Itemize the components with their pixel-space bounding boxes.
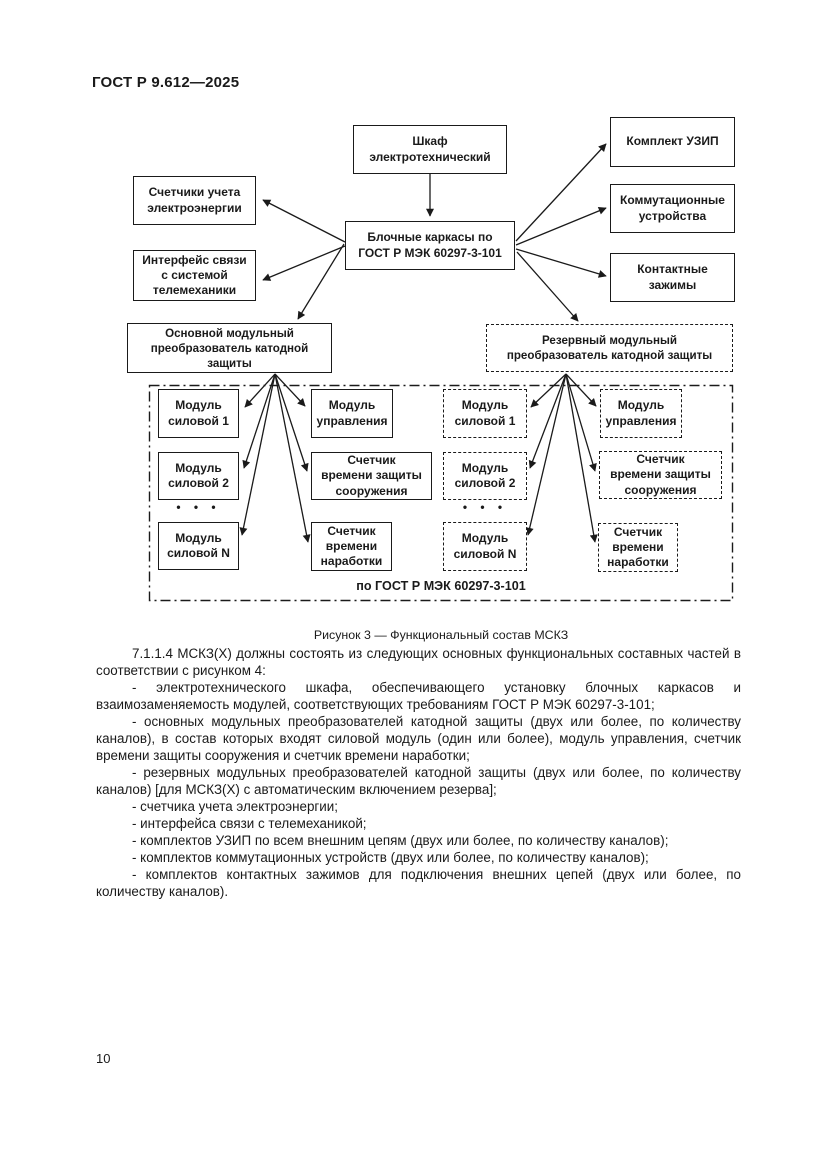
box-main-converter: Основной модульный преобразователь катод… bbox=[127, 323, 332, 373]
main-modules-ellipsis: • • • bbox=[176, 500, 221, 514]
list-item: - комплектов коммутационных устройств (д… bbox=[132, 850, 649, 865]
body-text: 7.1.1.4 МСКЗ(Х) должны состоять из следу… bbox=[96, 645, 741, 900]
box-switching-devices: Коммутационные устройства bbox=[610, 184, 735, 233]
box-electrical-cabinet: Шкаф электротехнический bbox=[353, 125, 507, 174]
module-group-note: по ГОСТ Р МЭК 60297-3-101 bbox=[356, 579, 526, 593]
box-block-frames: Блочные каркасы по ГОСТ Р МЭК 60297-3-10… bbox=[345, 221, 515, 270]
reserve-modules-ellipsis: • • • bbox=[462, 500, 508, 514]
box-main-power-module-1: Модуль силовой 1 bbox=[158, 389, 239, 438]
page-header: ГОСТ Р 9.612—2025 bbox=[92, 74, 240, 91]
box-reserve-control-module: Модуль управления bbox=[600, 389, 682, 438]
box-reserve-protection-time-counter: Счетчик времени защиты сооружения bbox=[599, 451, 722, 499]
list-item: - интерфейса связи с телемеханикой; bbox=[132, 816, 367, 831]
box-reserve-power-module-1: Модуль силовой 1 bbox=[443, 389, 527, 438]
box-reserve-power-module-2: Модуль силовой 2 bbox=[443, 452, 527, 500]
list-item: - основных модульных преобразователей ка… bbox=[96, 714, 741, 763]
box-reserve-operating-time-counter: Счетчик времени наработки bbox=[598, 523, 678, 572]
page-number: 10 bbox=[96, 1051, 111, 1066]
figure-caption: Рисунок 3 — Функциональный состав МСКЗ bbox=[313, 628, 569, 642]
box-telemetry-interface: Интерфейс связи с системой телемеханики bbox=[133, 250, 256, 301]
box-reserve-converter: Резервный модульный преобразователь като… bbox=[486, 324, 733, 372]
box-main-power-module-n: Модуль силовой N bbox=[158, 522, 239, 570]
box-uzip-kit: Комплект УЗИП bbox=[610, 117, 735, 167]
box-energy-meters: Счетчики учета электроэнергии bbox=[133, 176, 256, 225]
list-item: - комплектов УЗИП по всем внешним цепям … bbox=[132, 833, 669, 848]
box-main-operating-time-counter: Счетчик времени наработки bbox=[311, 522, 392, 571]
list-item: - электротехнического шкафа, обеспечиваю… bbox=[96, 680, 741, 712]
list-item: - комплектов контактных зажимов для подк… bbox=[96, 867, 741, 899]
box-main-control-module: Модуль управления bbox=[311, 389, 393, 438]
box-main-protection-time-counter: Счетчик времени защиты сооружения bbox=[311, 452, 432, 500]
list-item: - резервных модульных преобразователей к… bbox=[96, 765, 741, 797]
box-contact-terminals: Контактные зажимы bbox=[610, 253, 735, 302]
module-group-frame bbox=[148, 384, 734, 602]
list-item: - счетчика учета электроэнергии; bbox=[132, 799, 338, 814]
paragraph-7-1-1-4: 7.1.1.4 МСКЗ(Х) должны состоять из следу… bbox=[96, 646, 741, 678]
box-reserve-power-module-n: Модуль силовой N bbox=[443, 522, 527, 571]
box-main-power-module-2: Модуль силовой 2 bbox=[158, 452, 239, 500]
